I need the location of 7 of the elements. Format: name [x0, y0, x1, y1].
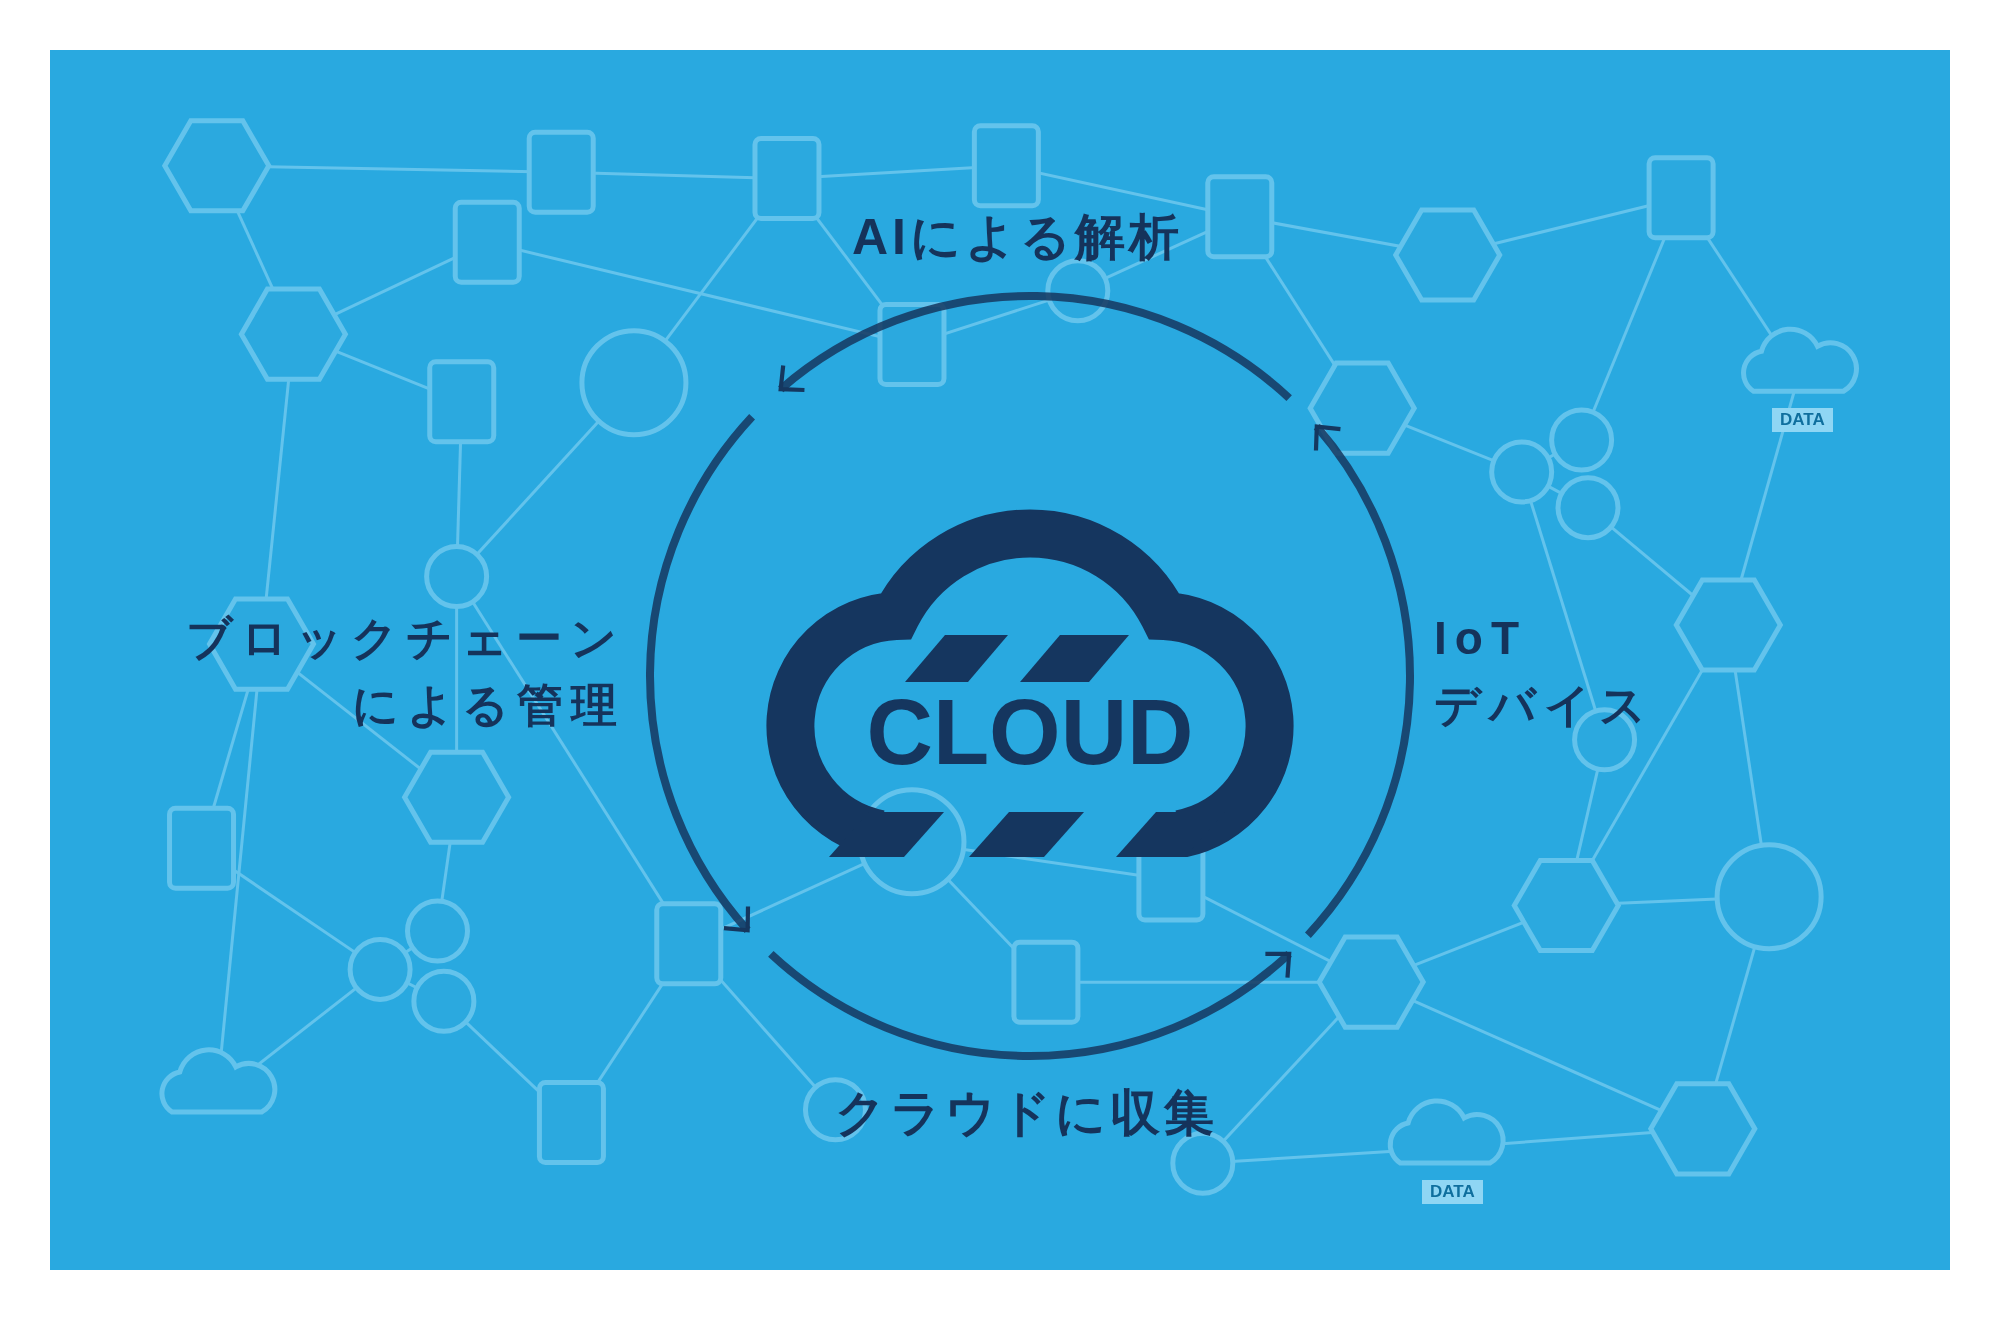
cycle-step-label: IoT デバイス	[1434, 611, 1655, 733]
data-tag: DATA	[1772, 408, 1833, 432]
cycle-step-label: クラウドに収集	[835, 1084, 1218, 1143]
cycle-step-label: ブロックチェーンによる管理	[185, 611, 625, 733]
cycle-step-label: AIによる解析	[852, 208, 1183, 267]
data-tag: DATA	[1422, 1180, 1483, 1204]
cloud-title: CLOUD	[866, 686, 1194, 778]
